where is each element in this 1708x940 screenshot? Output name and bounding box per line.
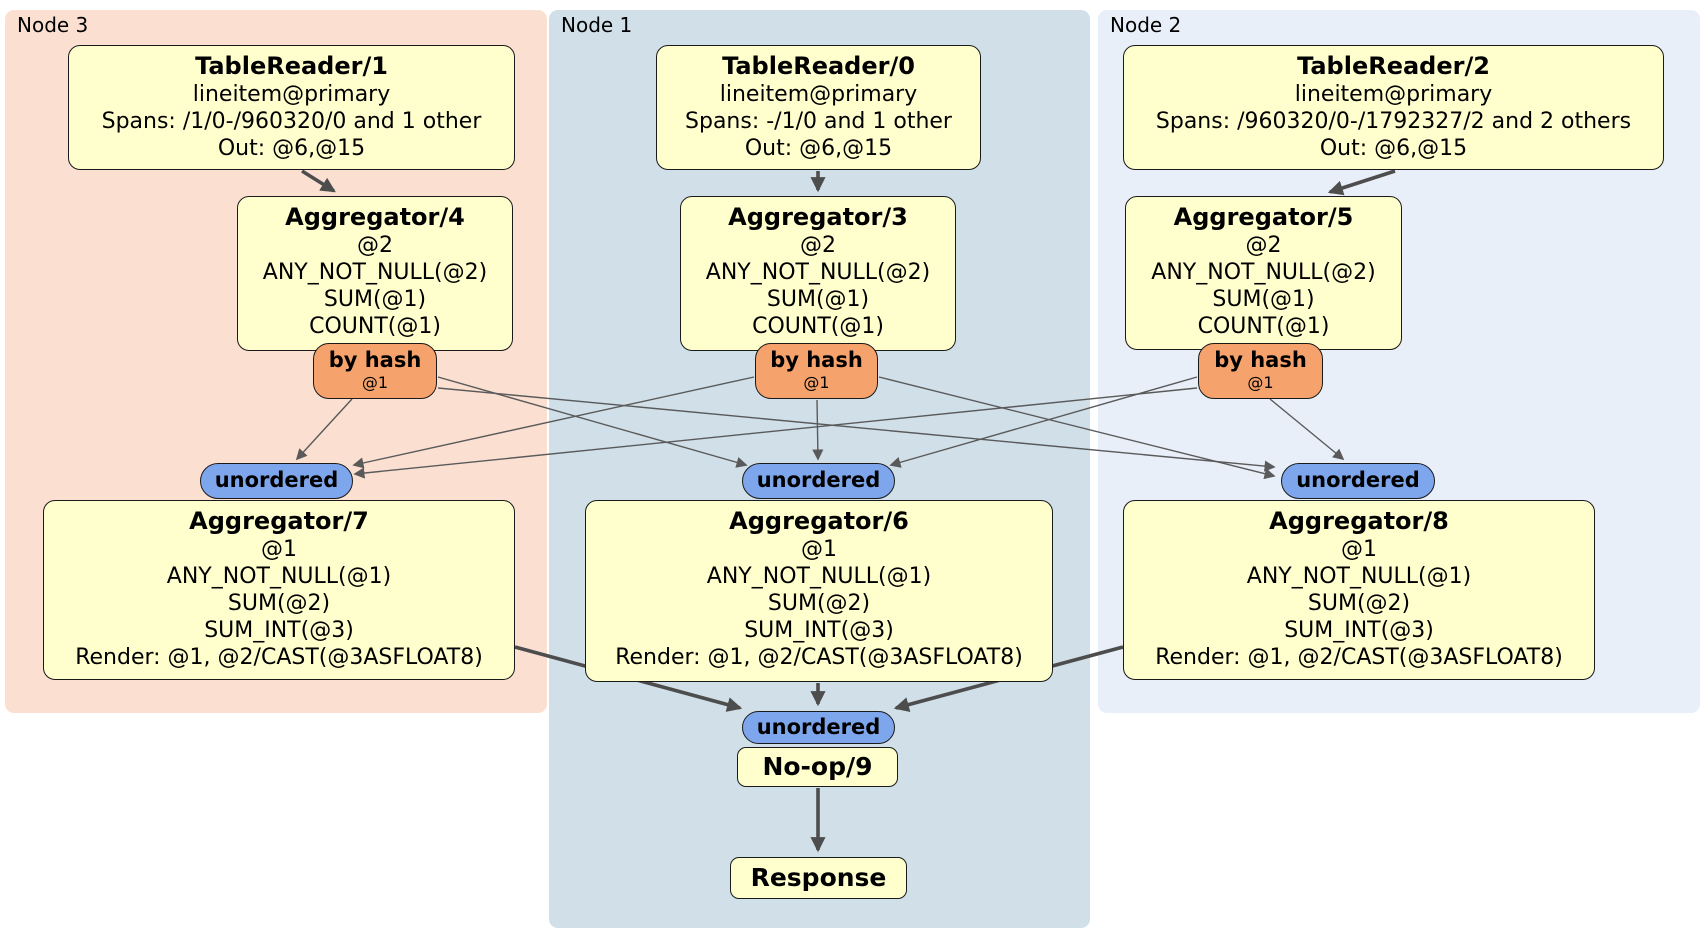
edge-hash5-u6 xyxy=(889,376,1198,468)
node-detail-line: Spans: /1/0-/960320/0 and 1 other xyxy=(101,109,482,134)
router-by-hash-node3: by hash @1 xyxy=(313,343,437,399)
node-detail-line: @1 xyxy=(1341,537,1377,562)
node-detail-line: Out: @6,@15 xyxy=(217,136,366,161)
node-detail-line: SUM(@1) xyxy=(1212,287,1315,312)
node-title: Aggregator/4 xyxy=(285,203,465,231)
sync-unordered-node2: unordered xyxy=(1281,463,1435,499)
node-box-aggregator-8: Aggregator/8 @1 ANY_NOT_NULL(@1) SUM(@2)… xyxy=(1123,500,1595,680)
node-detail-line: SUM_INT(@3) xyxy=(1284,618,1434,643)
router-label: by hash xyxy=(1214,348,1307,372)
node-detail-line: Render: @1, @2/CAST(@3ASFLOAT8) xyxy=(615,645,1023,670)
node-detail-line: SUM_INT(@3) xyxy=(744,618,894,643)
node-detail-line: Render: @1, @2/CAST(@3ASFLOAT8) xyxy=(1155,645,1563,670)
node-box-tablereader-2: TableReader/2 lineitem@primary Spans: /9… xyxy=(1123,45,1664,170)
node-detail-line: ANY_NOT_NULL(@2) xyxy=(262,260,488,285)
node-box-aggregator-7: Aggregator/7 @1 ANY_NOT_NULL(@1) SUM(@2)… xyxy=(43,500,515,680)
node-detail-line: COUNT(@1) xyxy=(752,314,884,339)
region-label-node-1: Node 1 xyxy=(561,13,633,37)
node-title: Aggregator/7 xyxy=(189,507,369,535)
sync-label: unordered xyxy=(214,468,339,492)
node-detail-line: ANY_NOT_NULL(@1) xyxy=(1246,564,1472,589)
node-detail-line: SUM(@1) xyxy=(766,287,870,312)
router-hash-column: @1 xyxy=(1247,373,1274,392)
sync-unordered-node1: unordered xyxy=(742,463,895,499)
edge-hash1-u8 xyxy=(878,376,1276,480)
region-label-node-2: Node 2 xyxy=(1110,13,1182,37)
sync-label: unordered xyxy=(756,468,881,492)
node-detail-line: ANY_NOT_NULL(@1) xyxy=(166,564,392,589)
node-detail-line: @1 xyxy=(261,537,297,562)
node-box-tablereader-0: TableReader/0 lineitem@primary Spans: -/… xyxy=(656,45,981,170)
node-detail-line: SUM(@2) xyxy=(1307,591,1411,616)
node-box-response: Response xyxy=(730,857,907,899)
node-detail-line: @2 xyxy=(800,233,836,258)
node-detail-line: @2 xyxy=(357,233,393,258)
node-detail-line: Spans: -/1/0 and 1 other xyxy=(685,109,952,134)
node-box-noop-9: No-op/9 xyxy=(737,747,898,787)
node-detail-line: COUNT(@1) xyxy=(1197,314,1330,339)
region-label-node-3: Node 3 xyxy=(17,13,89,37)
node-detail-line: ANY_NOT_NULL(@2) xyxy=(1151,260,1376,285)
node-detail-line: @1 xyxy=(801,537,837,562)
router-by-hash-node1: by hash @1 xyxy=(755,343,878,399)
edge-tr2-agg5 xyxy=(1327,169,1396,196)
node-box-tablereader-1: TableReader/1 lineitem@primary Spans: /1… xyxy=(68,45,515,170)
edge-hash5-u7 xyxy=(353,387,1198,479)
node-title: Aggregator/3 xyxy=(728,203,908,231)
node-title: Aggregator/5 xyxy=(1173,203,1354,231)
node-title: TableReader/2 xyxy=(1297,52,1490,80)
node-detail-line: Spans: /960320/0-/1792327/2 and 2 others xyxy=(1155,109,1632,134)
node-detail-line: ANY_NOT_NULL(@2) xyxy=(705,260,931,285)
node-title: No-op/9 xyxy=(762,752,873,781)
sync-label: unordered xyxy=(756,715,881,739)
node-box-aggregator-6: Aggregator/6 @1 ANY_NOT_NULL(@1) SUM(@2)… xyxy=(585,500,1053,682)
router-hash-column: @1 xyxy=(803,373,830,392)
sync-unordered-final: unordered xyxy=(742,711,895,744)
router-label: by hash xyxy=(770,348,863,372)
node-detail-line: lineitem@primary xyxy=(192,82,391,107)
node-title: Response xyxy=(750,863,887,892)
edge-tr1-agg4 xyxy=(301,169,336,193)
node-detail-line: SUM(@2) xyxy=(767,591,871,616)
node-box-aggregator-3: Aggregator/3 @2 ANY_NOT_NULL(@2) SUM(@1)… xyxy=(680,196,956,351)
node-box-aggregator-5: Aggregator/5 @2 ANY_NOT_NULL(@2) SUM(@1)… xyxy=(1125,196,1402,350)
sync-unordered-node3: unordered xyxy=(200,463,353,499)
router-hash-column: @1 xyxy=(361,373,389,392)
edge-hash3-u7 xyxy=(295,398,353,461)
node-detail-line: SUM_INT(@3) xyxy=(204,618,354,643)
node-title: TableReader/0 xyxy=(722,52,915,80)
sync-label: unordered xyxy=(1296,468,1420,492)
edge-hash1-u6 xyxy=(812,399,824,461)
router-by-hash-node2: by hash @1 xyxy=(1198,343,1323,399)
node-detail-line: COUNT(@1) xyxy=(309,314,441,339)
node-title: Aggregator/6 xyxy=(729,507,909,535)
router-label: by hash xyxy=(328,348,422,372)
node-detail-line: Render: @1, @2/CAST(@3ASFLOAT8) xyxy=(75,645,483,670)
node-detail-line: lineitem@primary xyxy=(719,82,918,107)
edge-hash3-u6 xyxy=(437,376,748,468)
node-detail-line: SUM(@1) xyxy=(323,287,427,312)
node-box-aggregator-4: Aggregator/4 @2 ANY_NOT_NULL(@2) SUM(@1)… xyxy=(237,196,513,351)
node-detail-line: SUM(@2) xyxy=(227,591,331,616)
edge-hash3-u8 xyxy=(437,387,1276,472)
node-title: Aggregator/8 xyxy=(1269,507,1449,535)
node-detail-line: Out: @6,@15 xyxy=(744,136,893,161)
edge-hash5-u8 xyxy=(1269,398,1345,461)
node-detail-line: Out: @6,@15 xyxy=(1319,136,1468,161)
node-detail-line: ANY_NOT_NULL(@1) xyxy=(706,564,932,589)
node-detail-line: lineitem@primary xyxy=(1294,82,1493,107)
node-detail-line: @2 xyxy=(1245,233,1282,258)
node-title: TableReader/1 xyxy=(195,52,388,80)
edge-hash1-u7 xyxy=(352,376,755,469)
